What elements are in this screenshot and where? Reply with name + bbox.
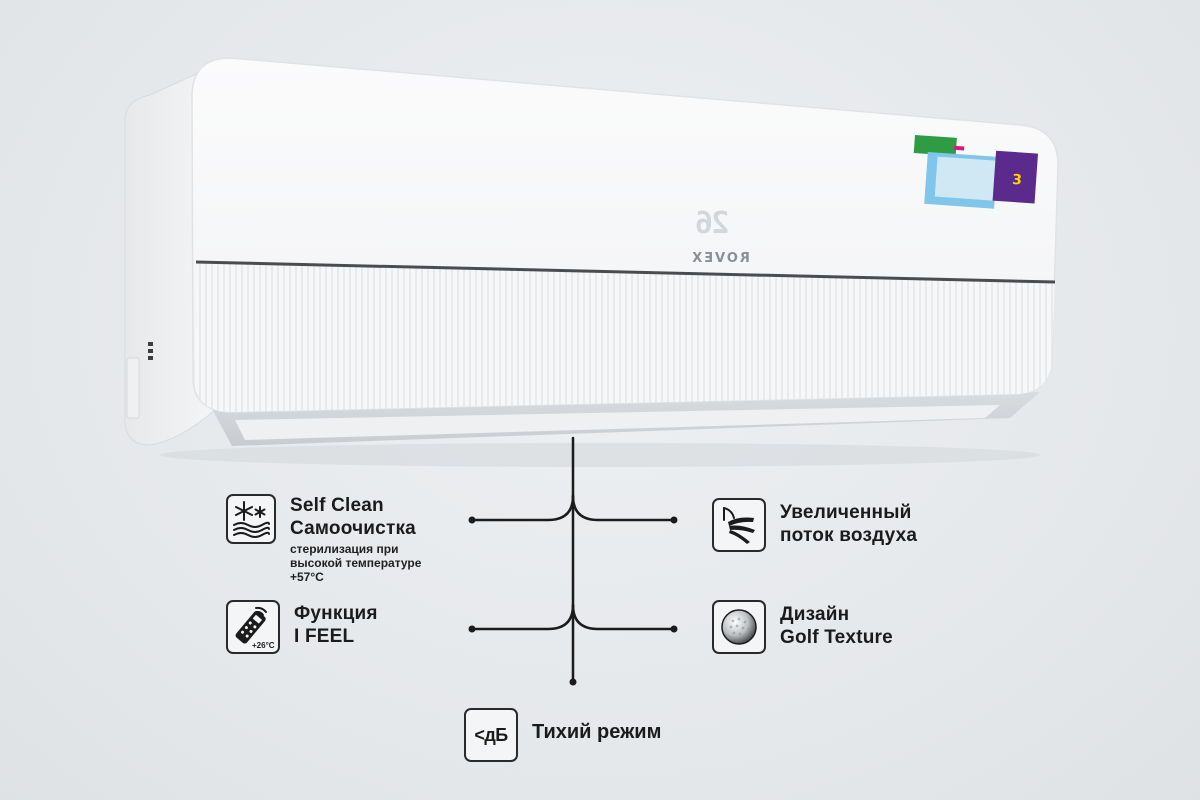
snowflake-clean-icon — [226, 494, 276, 544]
decibel-icon-text: <дБ — [474, 724, 508, 745]
self-clean-desc-1: стерилизация при — [290, 542, 399, 556]
ifeel-title-1: Функция — [294, 603, 378, 624]
feature-quiet-mode: <дБ Тихий режим — [464, 708, 661, 762]
quiet-mode-title: Тихий режим — [532, 721, 662, 743]
feature-airflow: Увеличенный поток воздуха — [712, 498, 917, 552]
self-clean-title-en: Self Clean — [290, 495, 384, 516]
airflow-title-1: Увеличенный — [780, 502, 912, 523]
feature-self-clean: Self Clean Самоочистка стерилизация при … — [226, 494, 421, 584]
brand-logo: ROVEX — [690, 251, 750, 266]
airflow-icon — [712, 498, 766, 552]
golf-title-2: Golf Texture — [780, 627, 893, 648]
golf-ball-icon — [712, 600, 766, 654]
svg-text:3: 3 — [1012, 172, 1023, 189]
remote-temp-text: +26°С — [252, 641, 275, 650]
self-clean-desc-2: высокой температуре — [290, 556, 422, 570]
golf-title-1: Дизайн — [780, 604, 850, 625]
decibel-icon: <дБ — [464, 708, 518, 762]
temperature-display: 26 — [696, 206, 730, 241]
airflow-title-2: поток воздуха — [780, 525, 918, 546]
self-clean-desc-3: +57°С — [290, 570, 324, 584]
feature-ifeel: +26°С Функция I FEEL — [226, 600, 378, 654]
ifeel-title-2: I FEEL — [294, 626, 355, 647]
remote-icon: +26°С — [226, 600, 280, 654]
self-clean-title-ru: Самоочистка — [290, 518, 416, 539]
feature-golf-texture: Дизайн Golf Texture — [712, 600, 893, 654]
energy-sticker: 3 — [913, 135, 1039, 209]
